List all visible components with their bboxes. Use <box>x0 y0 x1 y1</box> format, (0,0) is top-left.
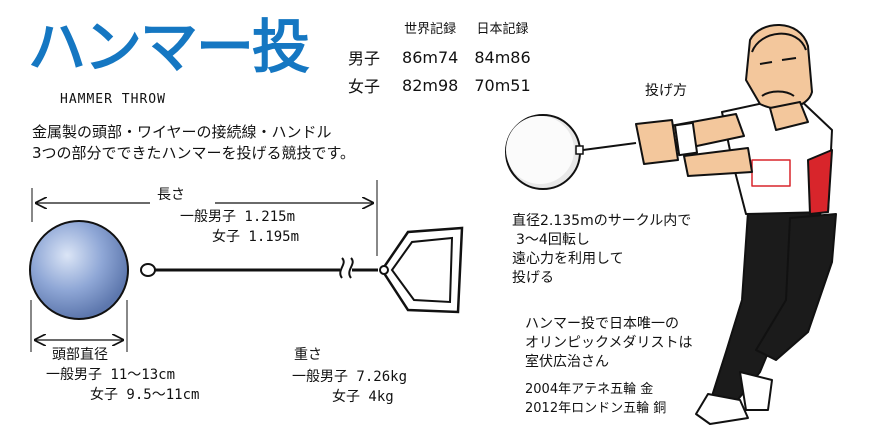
diameter-heading: 頭部直径 <box>52 347 108 363</box>
diameter-men: 一般男子 11〜13cm <box>46 367 176 383</box>
weight-women: 女子 4kg <box>332 389 394 405</box>
diameter-women: 女子 9.5〜11cm <box>90 387 200 403</box>
hammer-head <box>29 220 156 320</box>
athlete-illustration <box>635 24 837 425</box>
records-row-label: 女子 <box>348 77 381 96</box>
intro-line-1: 金属製の頭部・ワイヤーの接続線・ハンドル <box>32 123 332 141</box>
throw-line: 3〜4回転し <box>516 232 590 248</box>
medal-line: 2012年ロンドン五輪 銅 <box>525 401 667 416</box>
throw-line: 直径2.135mのサークル内で <box>512 213 692 229</box>
length-heading: 長さ <box>157 187 185 203</box>
athlete-info: ハンマー投で日本唯一の オリンピックメダリストは 室伏広治さん <box>525 315 692 372</box>
page-title: ハンマー投 <box>28 13 310 81</box>
records-header-world: 世界記録 <box>404 22 457 37</box>
hammer-wire <box>154 257 378 279</box>
length-men: 一般男子 1.215m <box>180 209 296 225</box>
athlete-line: ハンマー投で日本唯一の <box>525 316 679 332</box>
medal-line: 2004年アテネ五輪 金 <box>525 382 654 397</box>
records-japan-value: 84m86 <box>474 47 531 67</box>
records-world-value: 86m74 <box>402 47 459 67</box>
throw-description: 直径2.135mのサークル内で 3〜4回転し 遠心力を利用して 投げる <box>512 212 691 288</box>
records-row-women: 女子 82m98 70m51 <box>348 71 539 99</box>
throw-line: 投げる <box>512 270 554 286</box>
length-dimension-arrow <box>31 180 378 256</box>
athlete-line: 室伏広治さん <box>525 354 609 370</box>
thrown-hammer <box>505 114 637 190</box>
athlete-line: オリンピックメダリストは <box>525 335 693 351</box>
length-women: 女子 1.195m <box>212 229 300 245</box>
hammer-handle <box>379 226 464 314</box>
weight-heading: 重さ <box>294 347 322 363</box>
records-header-japan: 日本記録 <box>476 22 529 37</box>
records-row-men: 男子 86m74 84m86 <box>348 43 539 71</box>
records-row-label: 男子 <box>348 49 381 68</box>
page-subtitle: HAMMER THROW <box>60 92 166 107</box>
athlete-medals: 2004年アテネ五輪 金 2012年ロンドン五輪 銅 <box>525 380 666 418</box>
throw-heading: 投げ方 <box>645 83 687 99</box>
intro-line-2: 3つの部分でできたハンマーを投げる競技です。 <box>32 144 356 162</box>
records-japan-value: 70m51 <box>474 75 531 95</box>
diameter-dimension-arrow <box>30 300 128 352</box>
records-table: 世界記録 日本記録 男子 86m74 84m86 女子 82m98 70m51 <box>348 18 539 99</box>
throw-line: 遠心力を利用して <box>512 251 624 267</box>
intro-text: 金属製の頭部・ワイヤーの接続線・ハンドル 3つの部分でできたハンマーを投げる競技… <box>32 122 355 164</box>
weight-men: 一般男子 7.26kg <box>292 369 408 385</box>
records-world-value: 82m98 <box>402 75 459 95</box>
